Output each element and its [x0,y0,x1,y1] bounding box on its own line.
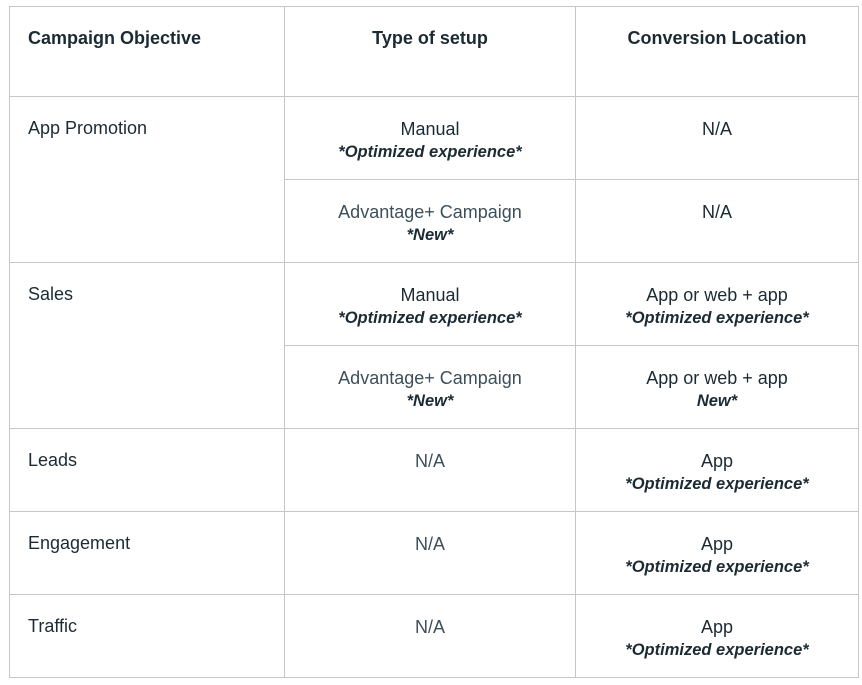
objective-cell: Traffic [9,594,285,678]
conversion-location-text: App [700,534,734,554]
objective-label: Leads [28,450,78,470]
location-cell: App or web + app *Optimized experience* [575,262,859,346]
table-row: App Promotion Manual *Optimized experien… [9,96,859,263]
setup-cell: Advantage+ Campaign *New* [284,179,576,263]
conversion-location-text: App or web + app [646,285,788,305]
conversion-location-text: N/A [701,202,732,222]
objective-label: Engagement [28,533,131,553]
setup-type-text: Manual [400,285,460,305]
conversion-location-note: *Optimized experience* [625,558,809,576]
setup-type-text: Advantage+ Campaign [338,202,522,222]
header-cell-setup: Type of setup [284,6,576,97]
setup-type-text: Advantage+ Campaign [338,368,522,388]
setup-type-text: N/A [414,451,445,471]
setup-type-note: *Optimized experience* [338,143,522,161]
header-conversion-location: Conversion Location [627,28,807,48]
setup-type-note: *Optimized experience* [338,309,522,327]
location-cell: App *Optimized experience* [575,594,859,678]
setup-cell: N/A [284,511,576,595]
table-header-row: Campaign Objective Type of setup Convers… [9,6,859,97]
objective-cell: App Promotion [9,96,285,263]
conversion-location-note: New* [696,392,738,410]
setup-type-note: *New* [406,392,454,410]
location-cell: N/A [575,179,859,263]
conversion-location-text: App [700,617,734,637]
header-cell-objective: Campaign Objective [9,6,285,97]
table-row: Engagement N/A App *Optimized experience… [9,511,859,595]
setup-type-text: N/A [414,617,445,637]
table-row: Advantage+ Campaign *New* App or web + a… [10,345,859,429]
location-cell: App or web + app New* [575,345,859,429]
conversion-location-note: *Optimized experience* [625,309,809,327]
location-cell: App *Optimized experience* [575,511,859,595]
table-row: Advantage+ Campaign *New* N/A [10,179,859,263]
header-setup-type: Type of setup [372,28,488,48]
setup-cell: Advantage+ Campaign *New* [284,345,576,429]
conversion-location-note: *Optimized experience* [625,475,809,493]
location-cell: App *Optimized experience* [575,428,859,512]
header-cell-location: Conversion Location [575,6,859,97]
setup-cell: Manual *Optimized experience* [284,262,576,346]
table-row: Leads N/A App *Optimized experience* [9,428,859,512]
setup-cell: Manual *Optimized experience* [284,96,576,180]
setup-type-note: *New* [406,226,454,244]
setup-cell: N/A [284,428,576,512]
setup-type-text: Manual [400,119,460,139]
campaign-objective-table: Campaign Objective Type of setup Convers… [9,6,859,678]
setup-type-text: N/A [414,534,445,554]
header-objective: Campaign Objective [28,28,202,48]
objective-cell: Leads [9,428,285,512]
objective-cell: Sales [9,262,285,429]
conversion-location-text: N/A [701,119,732,139]
table-row: Traffic N/A App *Optimized experience* [9,594,859,678]
objective-label: Sales [28,284,74,304]
conversion-location-text: App [700,451,734,471]
objective-cell: Engagement [9,511,285,595]
setup-cell: N/A [284,594,576,678]
objective-label: App Promotion [28,118,148,138]
table-row: Sales Manual *Optimized experience* App … [9,262,859,429]
location-cell: N/A [575,96,859,180]
conversion-location-note: *Optimized experience* [625,641,809,659]
conversion-location-text: App or web + app [646,368,788,388]
objective-label: Traffic [28,616,78,636]
